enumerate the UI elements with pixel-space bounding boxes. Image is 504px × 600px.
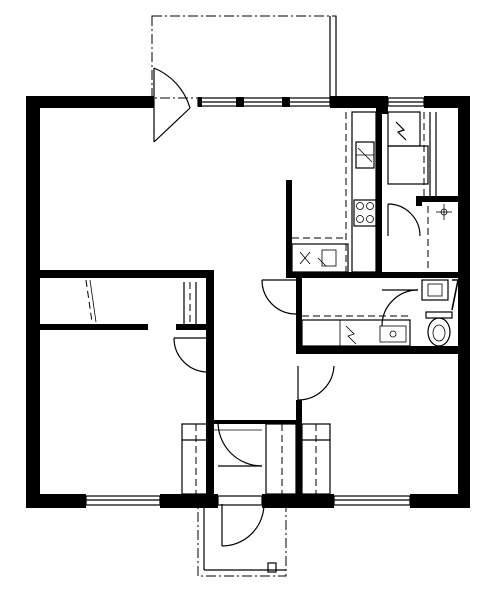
interior-walls — [38, 108, 460, 498]
exterior-walls — [26, 96, 470, 508]
utility-room — [387, 111, 452, 272]
bathroom — [301, 279, 459, 347]
north-terrace — [151, 15, 337, 99]
doors — [153, 67, 421, 547]
wardrobes — [85, 279, 331, 495]
south-terrace — [197, 499, 287, 577]
kitchen-fixtures — [291, 111, 377, 273]
windows — [85, 97, 425, 506]
